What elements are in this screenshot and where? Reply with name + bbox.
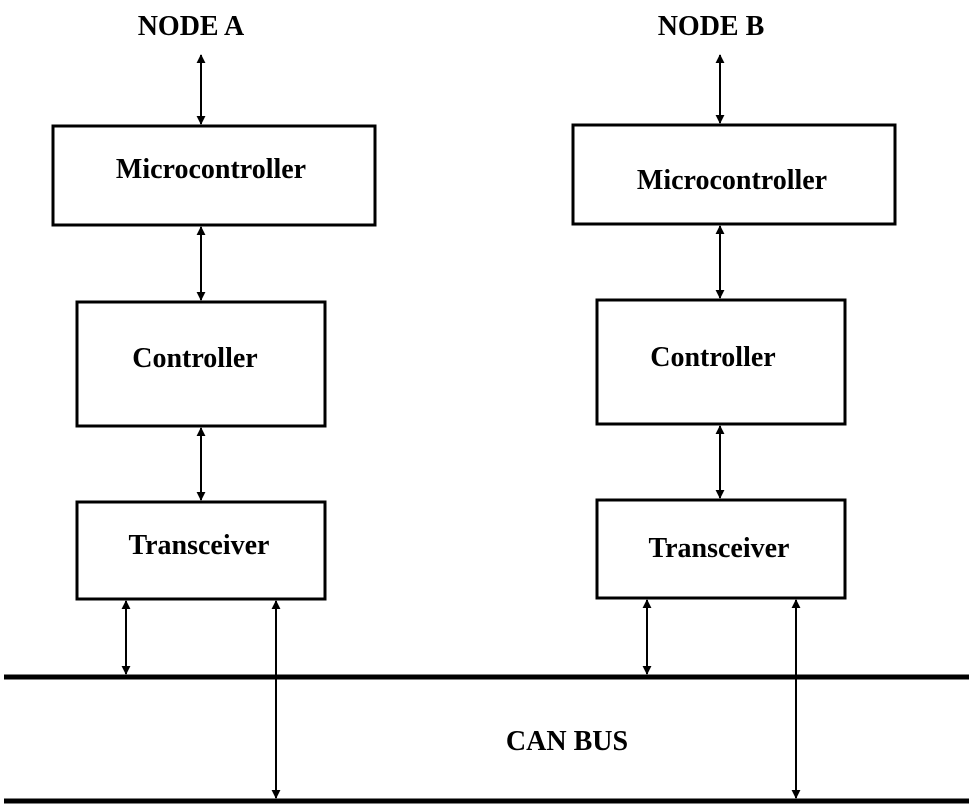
node-a-microcontroller-box (51, 124, 377, 227)
node-a-controller-box (75, 300, 327, 428)
node-b-microcontroller-box (571, 123, 897, 226)
node-b: NODE B Microcontroller Controller Transc… (571, 11, 897, 799)
node-a-transceiver-label: Transceiver (129, 530, 270, 561)
node-b-title: NODE B (658, 11, 765, 42)
node-b-controller-box (595, 298, 847, 426)
node-a-title: NODE A (138, 11, 245, 42)
node-b-microcontroller-label: Microcontroller (637, 165, 827, 196)
node-a: NODE A Microcontroller Controller Transc… (51, 11, 377, 799)
node-b-transceiver-box (595, 498, 847, 600)
can-bus: CAN BUS (4, 674, 969, 804)
node-a-microcontroller-label: Microcontroller (116, 154, 306, 185)
node-b-controller-label: Controller (650, 342, 775, 373)
node-b-transceiver-label: Transceiver (649, 533, 790, 564)
node-a-controller-label: Controller (132, 343, 257, 374)
can-bus-label: CAN BUS (506, 726, 628, 757)
node-a-transceiver-box (75, 500, 327, 601)
